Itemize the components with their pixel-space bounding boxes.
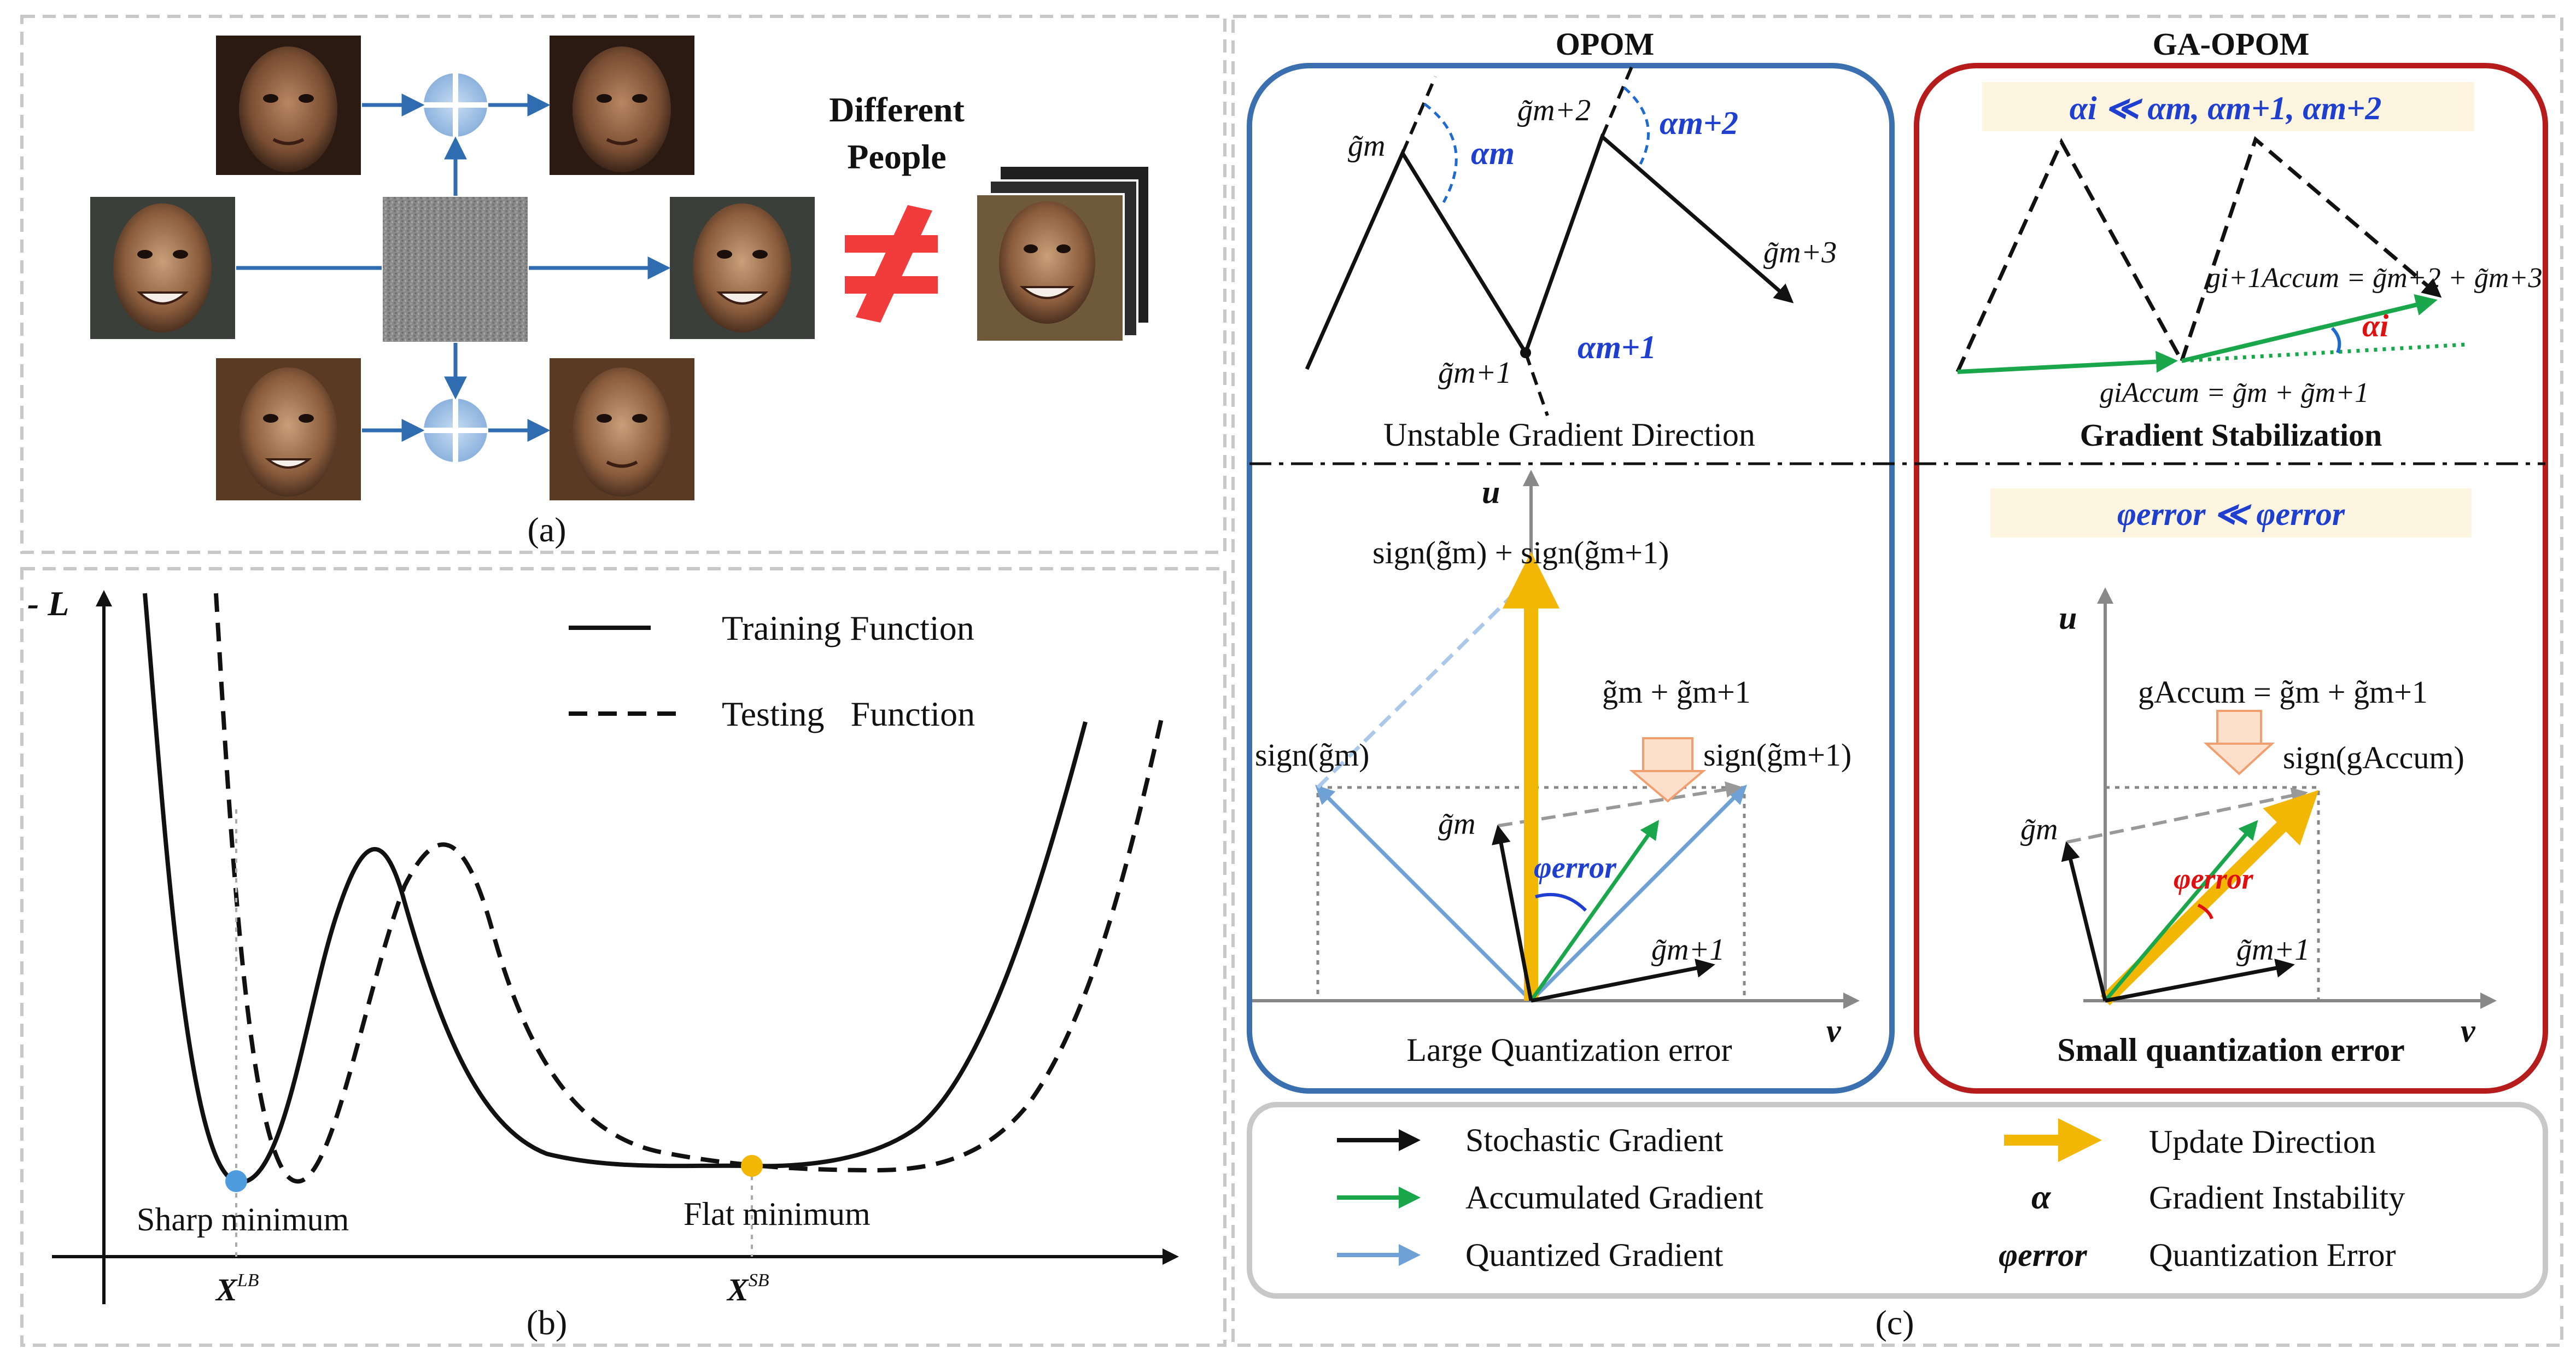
legend-training-text: Training Function <box>722 609 974 647</box>
ga-opom-title: GA-OPOM <box>2153 26 2310 62</box>
opom-unstable-caption: Unstable Gradient Direction <box>1383 417 1755 453</box>
ga-phi-highlight <box>1990 488 2472 538</box>
opom-gm-vector: g̃m <box>1438 807 1475 841</box>
opom-gm1-vector: g̃m+1 <box>1651 933 1725 967</box>
legend-box <box>1247 1102 2548 1299</box>
flat-minimum-point <box>741 1155 763 1177</box>
ga-alpha-compare: αi ≪ αm, αm+1, αm+2 <box>2070 90 2382 126</box>
legend-accumulated-text: Accumulated Gradient <box>1465 1180 1763 1216</box>
opom-quant-caption: Large Quantization error <box>1406 1032 1732 1068</box>
opom-unstable-diagram <box>1305 65 1794 416</box>
panel-a: Different People (a) <box>90 36 1148 549</box>
ga-stabilization-diagram <box>1955 136 2467 374</box>
perturbation-noise <box>383 197 528 342</box>
x-lb-label: XLB <box>215 1270 259 1307</box>
opom-g-m: g̃m <box>1348 129 1385 163</box>
legend-alpha-symbol: α <box>2031 1177 2052 1216</box>
ga-accum-eq: gAccum = g̃m + g̃m+1 <box>2138 674 2428 710</box>
ga-quant-caption: Small quantization error <box>2057 1032 2405 1068</box>
different-label-line1: Different <box>829 90 965 129</box>
legend-testing-text: Testing Function <box>722 694 975 733</box>
ga-phi-compare: φerror ≪ φerror <box>2117 496 2345 532</box>
face-source-middle <box>90 197 235 339</box>
add-operator-bottom-icon <box>424 399 487 462</box>
ga-gm-vector: g̃m <box>2020 813 2058 847</box>
ga-sign-accum: sign(gAccum) <box>2283 740 2464 775</box>
legend-phi-symbol: φerror <box>1999 1237 2087 1273</box>
opom-sign-gm: sign(g̃m) <box>1255 737 1369 773</box>
opom-g-m2: g̃m+2 <box>1517 94 1591 127</box>
add-operator-top-icon <box>424 73 487 137</box>
testing-function-curve <box>214 593 1164 1184</box>
panel-a-frame <box>20 15 1226 554</box>
panel-b-frame <box>20 567 1226 1347</box>
loss-y-label: - L <box>27 584 69 623</box>
legend-instability-text: Gradient Instability <box>2149 1180 2405 1216</box>
ga-axis-u: u <box>2059 600 2077 636</box>
panel-b-caption: (b) <box>527 1303 568 1342</box>
opom-g-m3: g̃m+3 <box>1763 236 1837 270</box>
legend-quant-error-text: Quantization Error <box>2149 1237 2396 1273</box>
face-original-bottom <box>216 358 361 500</box>
panel-c-caption: (c) <box>1875 1303 1914 1342</box>
flat-minimum-label: Flat minimum <box>684 1196 871 1232</box>
legend-quantized-text: Quantized Gradient <box>1465 1237 1724 1273</box>
opom-sum: g̃m + g̃m+1 <box>1602 674 1751 710</box>
opom-sign-gm1: sign(g̃m+1) <box>1703 737 1851 773</box>
opom-quant-diagram <box>1252 470 1860 1009</box>
face-adversarial-top <box>550 36 694 175</box>
opom-sign-sum: sign(g̃m) + sign(g̃m+1) <box>1372 535 1669 570</box>
legend-update-text: Update Direction <box>2149 1124 2376 1160</box>
face-protected-middle <box>670 197 815 339</box>
ga-phi: φerror <box>2174 862 2254 895</box>
opom-box <box>1247 63 1895 1094</box>
opom-alpha-m2: αm+2 <box>1660 105 1738 141</box>
ga-alpha-highlight <box>1982 82 2474 131</box>
panel-a-caption: (a) <box>527 510 566 549</box>
ga-gm1-vector: g̃m+1 <box>2236 933 2310 967</box>
x-sb-label: XSB <box>726 1270 769 1307</box>
opom-g-m1: g̃m+1 <box>1438 356 1511 390</box>
opom-alpha-m: αm <box>1471 135 1515 171</box>
not-equal-icon <box>845 205 938 323</box>
training-function-curve <box>143 593 1088 1184</box>
legend-stochastic-text: Stochastic Gradient <box>1465 1122 1724 1158</box>
sharp-minimum-label: Sharp minimum <box>137 1201 349 1237</box>
opom-alpha-m1: αm+1 <box>1578 329 1656 365</box>
ga-opom-box <box>1914 63 2548 1094</box>
face-original-top <box>216 36 361 175</box>
opom-axis-u: u <box>1482 474 1500 510</box>
ga-stab-caption: Gradient Stabilization <box>2080 417 2382 453</box>
face-stack-different-people <box>975 167 1148 343</box>
opom-axis-v: v <box>1826 1013 1842 1049</box>
different-label-line2: People <box>847 137 946 176</box>
panel-b: - L Sharp minimum Flat minimum XLB XSB T… <box>27 584 1179 1342</box>
panel-c: OPOM GA-OPOM g̃m g̃m+2 g̃m+3 g̃m+1 αm αm… <box>1247 26 2548 1342</box>
opom-phi: φerror <box>1534 851 1617 885</box>
sharp-minimum-point <box>225 1170 247 1192</box>
ga-accum-bottom: giAccum = g̃m + g̃m+1 <box>2100 377 2369 408</box>
face-adversarial-bottom <box>550 358 694 500</box>
ga-accum-top: gi+1Accum = g̃m+2 + g̃m+3 <box>2206 262 2542 294</box>
opom-title: OPOM <box>1556 26 1654 62</box>
ga-quant-diagram <box>2061 587 2497 1009</box>
ga-axis-v: v <box>2461 1013 2476 1049</box>
ga-alpha-i: αi <box>2362 308 2388 343</box>
